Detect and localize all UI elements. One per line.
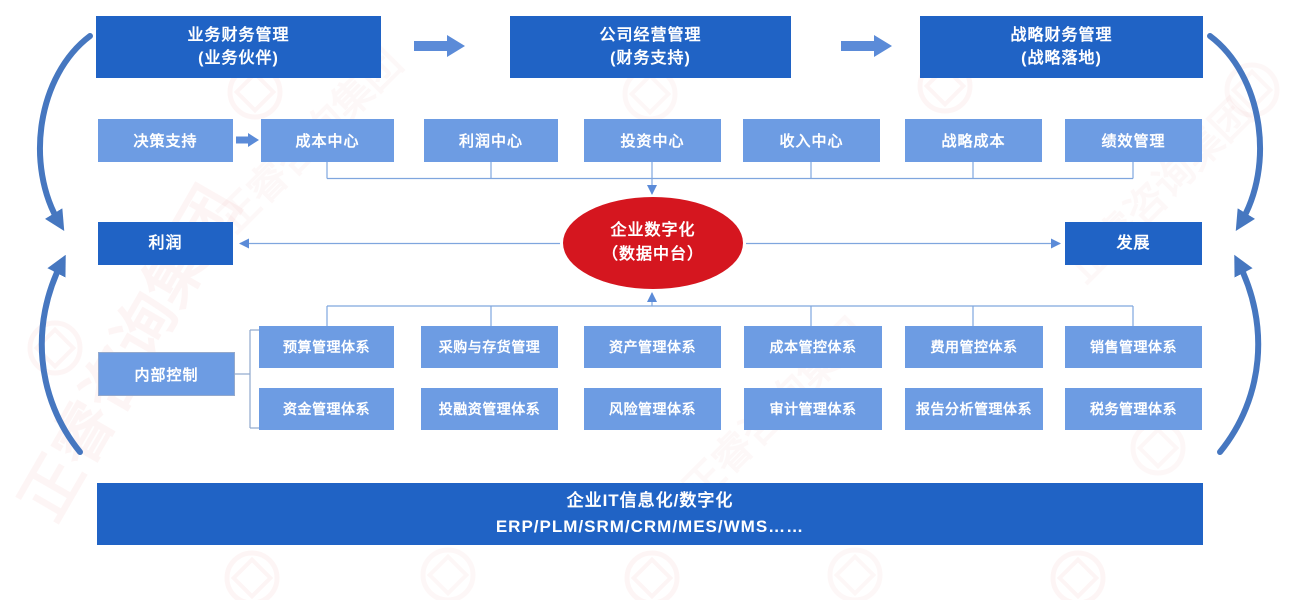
- box-title: 公司经营管理: [599, 26, 702, 44]
- risk-system-box: 风险管理体系: [584, 388, 721, 430]
- strategic-finance-mgmt-box: 战略财务管理 (战略落地): [920, 16, 1203, 78]
- box-subtitle: (财务支持): [610, 50, 691, 67]
- investment-center-box: 投资中心: [584, 119, 721, 162]
- profit-box: 利润: [98, 222, 233, 265]
- revenue-center-box: 收入中心: [743, 119, 880, 162]
- internal-control-box: 内部控制: [98, 352, 235, 396]
- box-title: 业务财务管理: [187, 26, 290, 44]
- funds-system-box: 资金管理体系: [259, 388, 394, 430]
- it-bar-systems: ERP/PLM/SRM/CRM/MES/WMS……: [495, 517, 805, 536]
- box-label: 利润: [148, 234, 183, 252]
- box-label: 费用管控体系: [930, 339, 1018, 355]
- company-operation-mgmt-box: 公司经营管理 (财务支持): [510, 16, 791, 78]
- left-bottom-curve-arrow: [38, 254, 83, 455]
- box-subtitle: (战略落地): [1021, 50, 1102, 67]
- box-label: 成本中心: [295, 133, 360, 150]
- decision-support-box: 决策支持: [98, 119, 233, 162]
- box-label: 采购与存货管理: [438, 339, 541, 355]
- strategic-cost-box: 战略成本: [905, 119, 1042, 162]
- audit-system-box: 审计管理体系: [744, 388, 882, 430]
- profit-center-box: 利润中心: [424, 119, 558, 162]
- sales-system-box: 销售管理体系: [1065, 326, 1202, 368]
- box-label: 预算管理体系: [283, 339, 370, 355]
- tax-system-box: 税务管理体系: [1065, 388, 1202, 430]
- side-curve-arrows: [36, 33, 1264, 455]
- digital-hub-ellipse: 企业数字化 （数据中台）: [563, 197, 743, 289]
- right-bottom-curve-arrow: [1217, 254, 1262, 455]
- development-box: 发展: [1065, 222, 1202, 265]
- box-label: 利润中心: [458, 133, 523, 150]
- business-finance-mgmt-box: 业务财务管理 (业务伙伴): [96, 16, 381, 78]
- box-label: 发展: [1116, 234, 1151, 252]
- hub-subtitle: （数据中台）: [601, 246, 704, 263]
- right-top-curve-arrow: [1207, 33, 1264, 231]
- hub-title: 企业数字化: [610, 222, 696, 239]
- box-label: 审计管理体系: [769, 401, 857, 417]
- budget-system-box: 预算管理体系: [259, 326, 394, 368]
- box-subtitle: (业务伙伴): [198, 50, 279, 67]
- it-bar-title: 企业IT信息化/数字化: [566, 490, 734, 510]
- financing-system-box: 投融资管理体系: [421, 388, 558, 430]
- performance-mgmt-box: 绩效管理: [1065, 119, 1202, 162]
- internal-control-bracket: [235, 329, 260, 429]
- upper-connector-lines: [326, 162, 1134, 195]
- box-label: 报告分析管理体系: [916, 401, 1032, 417]
- cost-center-box: 成本中心: [261, 119, 394, 162]
- box-label: 税务管理体系: [1090, 401, 1177, 417]
- box-label: 收入中心: [779, 133, 844, 150]
- cost-control-box: 成本管控体系: [744, 326, 882, 368]
- box-label: 成本管控体系: [769, 339, 857, 355]
- box-title: 战略财务管理: [1010, 26, 1113, 44]
- enterprise-it-bar: 企业IT信息化/数字化 ERP/PLM/SRM/CRM/MES/WMS……: [97, 483, 1203, 545]
- box-label: 绩效管理: [1101, 133, 1166, 150]
- report-analysis-box: 报告分析管理体系: [905, 388, 1043, 430]
- box-label: 战略成本: [941, 133, 1006, 150]
- box-label: 内部控制: [134, 366, 199, 384]
- box-label: 销售管理体系: [1090, 339, 1177, 355]
- lower-connector-lines: [326, 292, 1134, 326]
- box-label: 资产管理体系: [609, 339, 696, 355]
- asset-system-box: 资产管理体系: [584, 326, 721, 368]
- expense-control-box: 费用管控体系: [905, 326, 1043, 368]
- box-label: 投融资管理体系: [438, 401, 541, 417]
- flow-arrow-icon: [414, 35, 465, 57]
- box-label: 风险管理体系: [609, 401, 696, 417]
- box-label: 决策支持: [133, 133, 198, 150]
- left-top-curve-arrow: [36, 33, 93, 231]
- flow-arrow-icon: [841, 35, 892, 57]
- flow-arrow-icon: [236, 133, 259, 147]
- box-label: 资金管理体系: [283, 401, 370, 417]
- box-label: 投资中心: [620, 133, 685, 150]
- procurement-inventory-box: 采购与存货管理: [421, 326, 558, 368]
